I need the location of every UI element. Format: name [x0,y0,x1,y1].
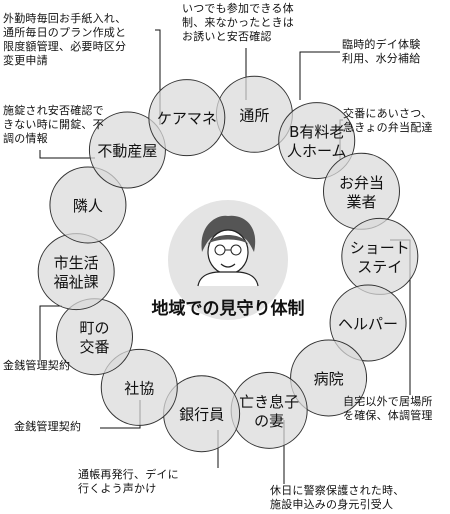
node-helper: ヘルパー [329,284,407,362]
node-label: 人ホーム [287,142,347,160]
node-circle [278,102,356,180]
node-label: お弁当 [339,174,384,192]
node-label: 町の [80,319,110,337]
node-label: B有料老 [289,123,344,141]
node-label: ケアマネ [157,110,217,128]
node-fudosan: 不動産屋 [88,111,166,189]
leader-nursing-home [299,51,340,100]
node-label: 交番 [80,338,110,356]
node-label: 不動産屋 [97,142,157,160]
note-care-manager: 外勤時毎回お手紙入れ、 通所毎日のプラン作成と 限度額管理、必要時区分 変更申請 [3,12,127,67]
node-label: 通所 [239,106,269,124]
node-ring: 通所B有料老人ホームお弁当業者ショートステイヘルパー病院亡き息子の妻銀行員社協町… [37,75,419,453]
note-bento-vendor: 交番にあいさつ、 急きょの弁当配達 [343,107,433,134]
leader-money-contract-1 [39,305,62,360]
node-circle [329,284,407,362]
node-label: 社協 [124,379,154,397]
node-ginkoin: 銀行員 [163,375,241,453]
note-real-estate: 施錠され安否確認で きない時に開錠、不 調の情報 [3,104,104,145]
node-label: 隣人 [73,197,103,215]
node-circle [88,111,166,189]
node-circle [49,166,127,244]
node-tsushosho: 通所 [215,75,293,153]
node-label: の妻 [254,412,284,430]
node-label: 病院 [314,370,344,388]
node-circle [148,79,226,157]
node-shakyo: 社協 [100,348,178,426]
node-label: ステイ [357,258,402,276]
node-label: ショート [350,239,410,257]
node-caremane: ケアマネ [148,79,226,157]
node-label: 福祉課 [54,273,99,291]
elderly-woman-illustration [197,215,259,287]
node-rinjin: 隣人 [49,166,127,244]
node-circle [100,348,178,426]
note-bank-clerk: 通帳再発行、デイに 行くよう声かけ [78,468,179,495]
node-label: 市生活 [54,254,99,272]
note-money-contract-1: 金銭管理契約 [3,359,71,372]
node-byoin: 病院 [290,339,368,417]
node-label: 銀行員 [179,406,224,424]
note-money-contract-2: 金銭管理契約 [14,420,82,433]
note-day-service: いつでも参加できる体 制、来なかったときは お誘いと安否確認 [182,2,294,43]
diagram-title: 地域での見守り体制 [152,298,305,319]
leader-real-estate [39,150,95,159]
note-short-stay: 自宅以外で居場所 を確保、体調管理 [343,395,433,422]
note-nursing-home: 臨時的デイ体験 利用、水分補給 [342,38,421,65]
node-label: 業者 [346,193,376,211]
node-label: ヘルパー [338,315,398,333]
node-circle [290,339,368,417]
node-label: 亡き息子 [239,393,299,411]
note-daughter-in-law: 休日に警察保護された時、 施設申込みの身元引受人 [270,484,405,511]
